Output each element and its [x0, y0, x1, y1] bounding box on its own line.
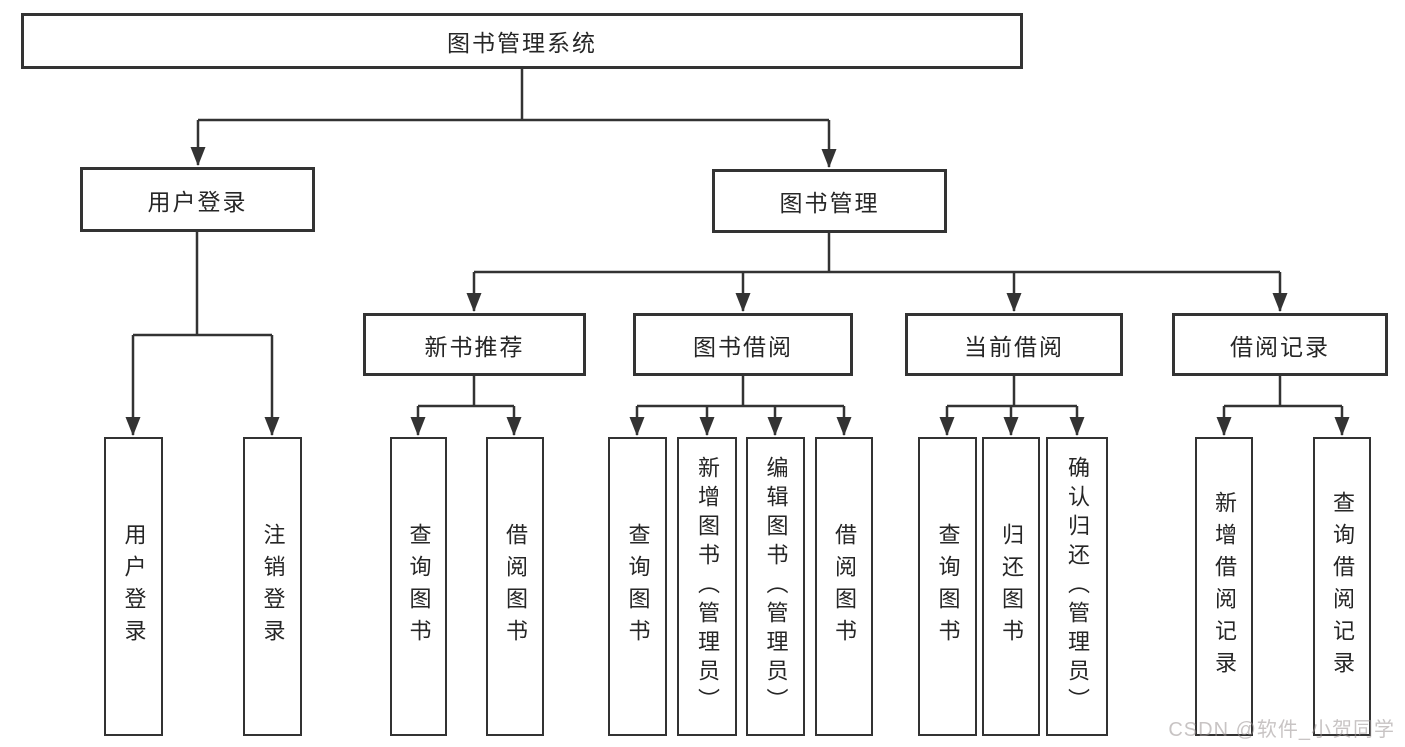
leaf-label: 查询图书	[406, 522, 432, 651]
leaf-query-borrow-record: 查询借阅记录	[1313, 437, 1371, 736]
leaf-label: 查询图书	[935, 522, 961, 651]
leaf-query-books-2: 查询图书	[608, 437, 667, 736]
node-book-borrow: 图书借阅	[633, 313, 853, 376]
leaf-label: 查询借阅记录	[1330, 490, 1355, 683]
leaf-label: 确认归还（管理员）	[1065, 456, 1090, 717]
node-root: 图书管理系统	[21, 13, 1023, 69]
leaf-confirm-return-admin: 确认归还（管理员）	[1046, 437, 1108, 736]
node-current-borrow: 当前借阅	[905, 313, 1123, 376]
leaf-label: 新增借阅记录	[1212, 490, 1237, 683]
leaf-label: 新增图书（管理员）	[695, 456, 720, 717]
node-new-book-recommend: 新书推荐	[363, 313, 586, 376]
leaf-query-books-1: 查询图书	[390, 437, 447, 736]
leaf-label: 归还图书	[999, 522, 1024, 651]
leaf-edit-book-admin: 编辑图书（管理员）	[746, 437, 805, 736]
leaf-logout: 注销登录	[243, 437, 302, 736]
leaf-user-login: 用户登录	[104, 437, 163, 736]
leaf-label: 查询图书	[625, 522, 651, 651]
leaf-return-book: 归还图书	[982, 437, 1040, 736]
leaf-label: 借阅图书	[503, 522, 528, 651]
leaf-label: 借阅图书	[832, 522, 857, 651]
leaf-borrow-books-1: 借阅图书	[486, 437, 544, 736]
leaf-query-books-3: 查询图书	[918, 437, 977, 736]
leaf-label: 用户登录	[121, 522, 147, 651]
leaf-label: 编辑图书（管理员）	[763, 456, 789, 717]
watermark: CSDN @软件_小贺同学	[1168, 719, 1395, 741]
node-borrow-records: 借阅记录	[1172, 313, 1388, 376]
leaf-add-borrow-record: 新增借阅记录	[1195, 437, 1253, 736]
node-book-management: 图书管理	[712, 169, 947, 233]
leaf-label: 注销登录	[260, 522, 286, 651]
node-user-login: 用户登录	[80, 167, 315, 232]
leaf-add-book-admin: 新增图书（管理员）	[677, 437, 737, 736]
leaf-borrow-books-2: 借阅图书	[815, 437, 873, 736]
